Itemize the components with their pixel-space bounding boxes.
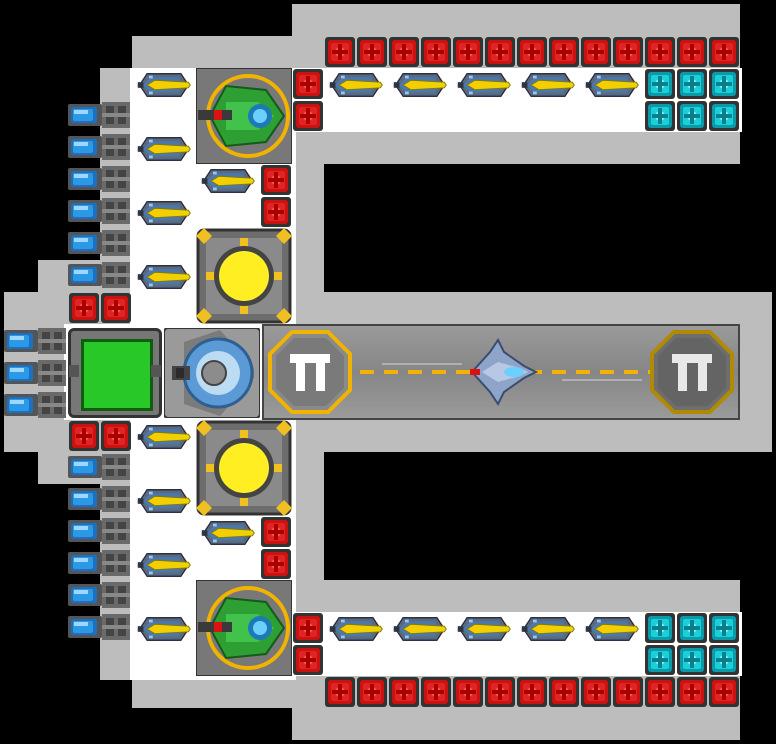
shield-block-icon[interactable] bbox=[644, 612, 676, 644]
cannon-icon[interactable] bbox=[132, 550, 196, 580]
cannon-icon[interactable] bbox=[452, 614, 516, 644]
armor-block-icon[interactable] bbox=[580, 676, 612, 708]
docked-fighter-icon[interactable] bbox=[468, 338, 540, 406]
turret-fighter-icon[interactable] bbox=[196, 68, 292, 164]
armor-block-icon[interactable] bbox=[420, 676, 452, 708]
armor-block-icon[interactable] bbox=[484, 676, 516, 708]
thruster-icon[interactable] bbox=[68, 100, 132, 130]
cannon-icon[interactable] bbox=[132, 614, 196, 644]
armor-block-icon[interactable] bbox=[612, 676, 644, 708]
shield-block-icon[interactable] bbox=[708, 612, 740, 644]
thruster-icon[interactable] bbox=[68, 164, 132, 194]
thruster-icon[interactable] bbox=[68, 260, 132, 290]
armor-block-icon[interactable] bbox=[324, 36, 356, 68]
cannon-icon[interactable] bbox=[516, 70, 580, 100]
cannon-icon[interactable] bbox=[132, 134, 196, 164]
armor-block-icon[interactable] bbox=[356, 676, 388, 708]
hangar-sign-icon bbox=[268, 330, 352, 414]
thruster-icon[interactable] bbox=[4, 326, 68, 356]
armor-block-icon[interactable] bbox=[516, 36, 548, 68]
armor-block-icon[interactable] bbox=[68, 292, 100, 324]
thruster-icon[interactable] bbox=[68, 196, 132, 226]
armor-block-icon[interactable] bbox=[548, 36, 580, 68]
gyroscope-icon[interactable] bbox=[196, 420, 292, 516]
cannon-icon[interactable] bbox=[516, 614, 580, 644]
thruster-icon[interactable] bbox=[68, 132, 132, 162]
armor-block-icon[interactable] bbox=[484, 36, 516, 68]
armor-block-icon[interactable] bbox=[292, 100, 324, 132]
armor-block-icon[interactable] bbox=[612, 36, 644, 68]
cannon-icon[interactable] bbox=[388, 614, 452, 644]
armor-block-icon[interactable] bbox=[452, 36, 484, 68]
armor-block-icon[interactable] bbox=[452, 676, 484, 708]
shield-block-icon[interactable] bbox=[708, 68, 740, 100]
cannon-icon[interactable] bbox=[196, 166, 260, 196]
thruster-icon[interactable] bbox=[4, 390, 68, 420]
shield-block-icon[interactable] bbox=[676, 644, 708, 676]
armor-block-icon[interactable] bbox=[580, 36, 612, 68]
armor-block-icon[interactable] bbox=[100, 420, 132, 452]
cockpit-icon[interactable] bbox=[164, 328, 260, 418]
shield-block-icon[interactable] bbox=[644, 68, 676, 100]
armor-block-icon[interactable] bbox=[644, 676, 676, 708]
shield-block-icon[interactable] bbox=[644, 100, 676, 132]
armor-block-icon[interactable] bbox=[260, 164, 292, 196]
turret-fighter-icon[interactable] bbox=[196, 580, 292, 676]
thruster-icon[interactable] bbox=[4, 358, 68, 388]
cannon-icon[interactable] bbox=[196, 518, 260, 548]
gyroscope-icon[interactable] bbox=[196, 228, 292, 324]
armor-block-icon[interactable] bbox=[676, 36, 708, 68]
armor-block-icon[interactable] bbox=[708, 676, 740, 708]
shield-block-icon[interactable] bbox=[676, 100, 708, 132]
thruster-icon[interactable] bbox=[68, 452, 132, 482]
armor-block-icon[interactable] bbox=[708, 36, 740, 68]
thruster-icon[interactable] bbox=[68, 228, 132, 258]
thruster-icon[interactable] bbox=[68, 580, 132, 610]
armor-block-icon[interactable] bbox=[516, 676, 548, 708]
shield-block-icon[interactable] bbox=[676, 68, 708, 100]
shield-block-icon[interactable] bbox=[644, 644, 676, 676]
thruster-icon[interactable] bbox=[68, 548, 132, 578]
cannon-icon[interactable] bbox=[132, 70, 196, 100]
shield-block-icon[interactable] bbox=[708, 644, 740, 676]
hangar-sign-icon bbox=[650, 330, 734, 414]
armor-block-icon[interactable] bbox=[676, 676, 708, 708]
thruster-icon[interactable] bbox=[68, 484, 132, 514]
reactor-icon[interactable] bbox=[68, 328, 162, 418]
cannon-icon[interactable] bbox=[452, 70, 516, 100]
armor-block-icon[interactable] bbox=[100, 292, 132, 324]
cannon-icon[interactable] bbox=[324, 70, 388, 100]
cannon-icon[interactable] bbox=[132, 422, 196, 452]
thruster-icon[interactable] bbox=[68, 612, 132, 642]
thruster-icon[interactable] bbox=[68, 516, 132, 546]
armor-block-icon[interactable] bbox=[292, 612, 324, 644]
armor-block-icon[interactable] bbox=[68, 420, 100, 452]
cannon-icon[interactable] bbox=[580, 70, 644, 100]
shield-block-icon[interactable] bbox=[708, 100, 740, 132]
armor-block-icon[interactable] bbox=[388, 676, 420, 708]
cannon-icon[interactable] bbox=[132, 198, 196, 228]
armor-block-icon[interactable] bbox=[644, 36, 676, 68]
armor-block-icon[interactable] bbox=[292, 644, 324, 676]
cannon-icon[interactable] bbox=[132, 486, 196, 516]
armor-block-icon[interactable] bbox=[356, 36, 388, 68]
armor-block-icon[interactable] bbox=[260, 196, 292, 228]
armor-block-icon[interactable] bbox=[292, 68, 324, 100]
armor-block-icon[interactable] bbox=[420, 36, 452, 68]
armor-block-icon[interactable] bbox=[260, 516, 292, 548]
shield-block-icon[interactable] bbox=[676, 612, 708, 644]
armor-block-icon[interactable] bbox=[548, 676, 580, 708]
cannon-icon[interactable] bbox=[132, 262, 196, 292]
cannon-icon[interactable] bbox=[388, 70, 452, 100]
armor-block-icon[interactable] bbox=[388, 36, 420, 68]
armor-block-icon[interactable] bbox=[324, 676, 356, 708]
armor-block-icon[interactable] bbox=[260, 548, 292, 580]
cannon-icon[interactable] bbox=[580, 614, 644, 644]
cannon-icon[interactable] bbox=[324, 614, 388, 644]
